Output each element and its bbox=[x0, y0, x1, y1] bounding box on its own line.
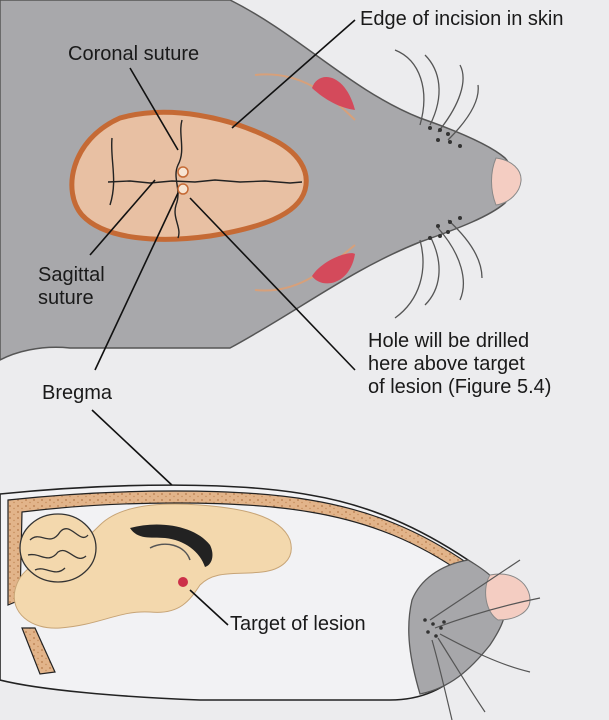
label-edge-of-incision-text: Edge of incision in skin bbox=[360, 8, 564, 30]
label-target-of-lesion-text: Target of lesion bbox=[230, 613, 366, 635]
ear-lower bbox=[312, 253, 355, 284]
label-edge-of-incision: Edge of incision in skin bbox=[360, 8, 563, 31]
whiskers-lower bbox=[394, 219, 483, 319]
whisker-pad-dots bbox=[428, 126, 462, 240]
skull-bone-lower bbox=[21, 627, 56, 675]
nose-top-view bbox=[491, 157, 522, 206]
label-bregma: Bregma bbox=[42, 382, 112, 405]
label-coronal-suture-text: Coronal suture bbox=[68, 43, 200, 65]
drill-hole-lower bbox=[177, 183, 189, 195]
top-view-rat-head bbox=[0, 0, 522, 371]
nose-section bbox=[485, 573, 531, 621]
corpus-callosum bbox=[130, 524, 213, 567]
lesion-target-dot bbox=[178, 577, 188, 587]
label-hole-drilled: Hole will be drilled here above target o… bbox=[368, 330, 551, 399]
cerebellum bbox=[19, 513, 97, 583]
label-sagittal-suture: Sagittal suture bbox=[38, 264, 105, 310]
whiskers-section bbox=[429, 559, 541, 720]
brain bbox=[13, 503, 292, 629]
label-sagittal-line1: Sagittal bbox=[38, 264, 105, 286]
skull-sutures bbox=[107, 119, 303, 239]
label-target-of-lesion: Target of lesion bbox=[230, 613, 366, 636]
ear-upper bbox=[312, 77, 355, 110]
label-hole-line2: here above target bbox=[368, 353, 525, 375]
leader-lines-top bbox=[89, 19, 356, 371]
whisker-dots-section bbox=[423, 618, 446, 638]
label-coronal-suture: Coronal suture bbox=[68, 43, 199, 66]
label-hole-line3: of lesion (Figure 5.4) bbox=[368, 376, 552, 398]
skin-fold-upper bbox=[254, 73, 356, 121]
label-hole-line1: Hole will be drilled bbox=[368, 330, 530, 352]
bregma-leader-section bbox=[91, 409, 176, 489]
sagittal-section bbox=[0, 409, 541, 720]
hippocampus bbox=[149, 543, 191, 561]
label-sagittal-line2: suture bbox=[38, 287, 94, 309]
drill-hole-upper bbox=[177, 166, 189, 178]
skin-fold-lower bbox=[254, 244, 356, 292]
target-leader bbox=[189, 589, 229, 626]
label-bregma-text: Bregma bbox=[42, 382, 113, 404]
whiskers-upper bbox=[394, 49, 479, 141]
